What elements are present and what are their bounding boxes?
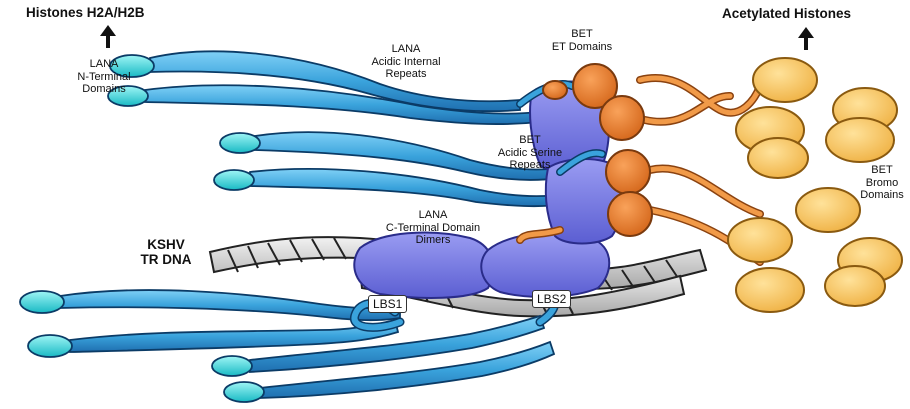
label-line: C-Terminal Domain [368,222,498,235]
lana-n-terminal-upper [108,51,565,206]
label-line: Domains [64,83,144,96]
label-line: Acidic Internal [356,56,456,69]
label-line: TR DNA [130,252,202,267]
lbs2-label: LBS2 [532,290,571,308]
label-line: LANA [64,58,144,71]
lana-n-terminal-label: LANA N-Terminal Domains [64,58,144,96]
label-line: Bromo [854,177,910,190]
lana-c-terminal-label: LANA C-Terminal Domain Dimers [368,209,498,247]
label-line: LANA [368,209,498,222]
label-line: BET [490,134,570,147]
label-line: LANA [356,43,456,56]
label-line: Repeats [490,159,570,172]
kshv-tr-dna-label: KSHV TR DNA [130,237,202,267]
label-line: Repeats [356,68,456,81]
label-line: Domains [854,189,910,202]
label-line: BET [854,164,910,177]
lana-acidic-internal-label: LANA Acidic Internal Repeats [356,43,456,81]
label-line: N-Terminal [64,71,144,84]
label-line: KSHV [130,237,202,252]
label-line: BET [542,28,622,41]
acetylated-histones-label: Acetylated Histones [722,6,851,21]
label-line: ET Domains [542,41,622,54]
bet-bromo-domains-label: BET Bromo Domains [854,164,910,202]
lbs1-label: LBS1 [368,295,407,313]
bet-et-domains-label: BET ET Domains [542,28,622,53]
bet-acidic-serine-label: BET Acidic Serine Repeats [490,134,570,172]
up-arrow-icon [798,27,814,50]
label-line: Dimers [368,234,498,247]
histones-h2a-h2b-label: Histones H2A/H2B [26,5,145,20]
label-line: Acidic Serine [490,147,570,160]
up-arrow-icon [100,25,116,48]
